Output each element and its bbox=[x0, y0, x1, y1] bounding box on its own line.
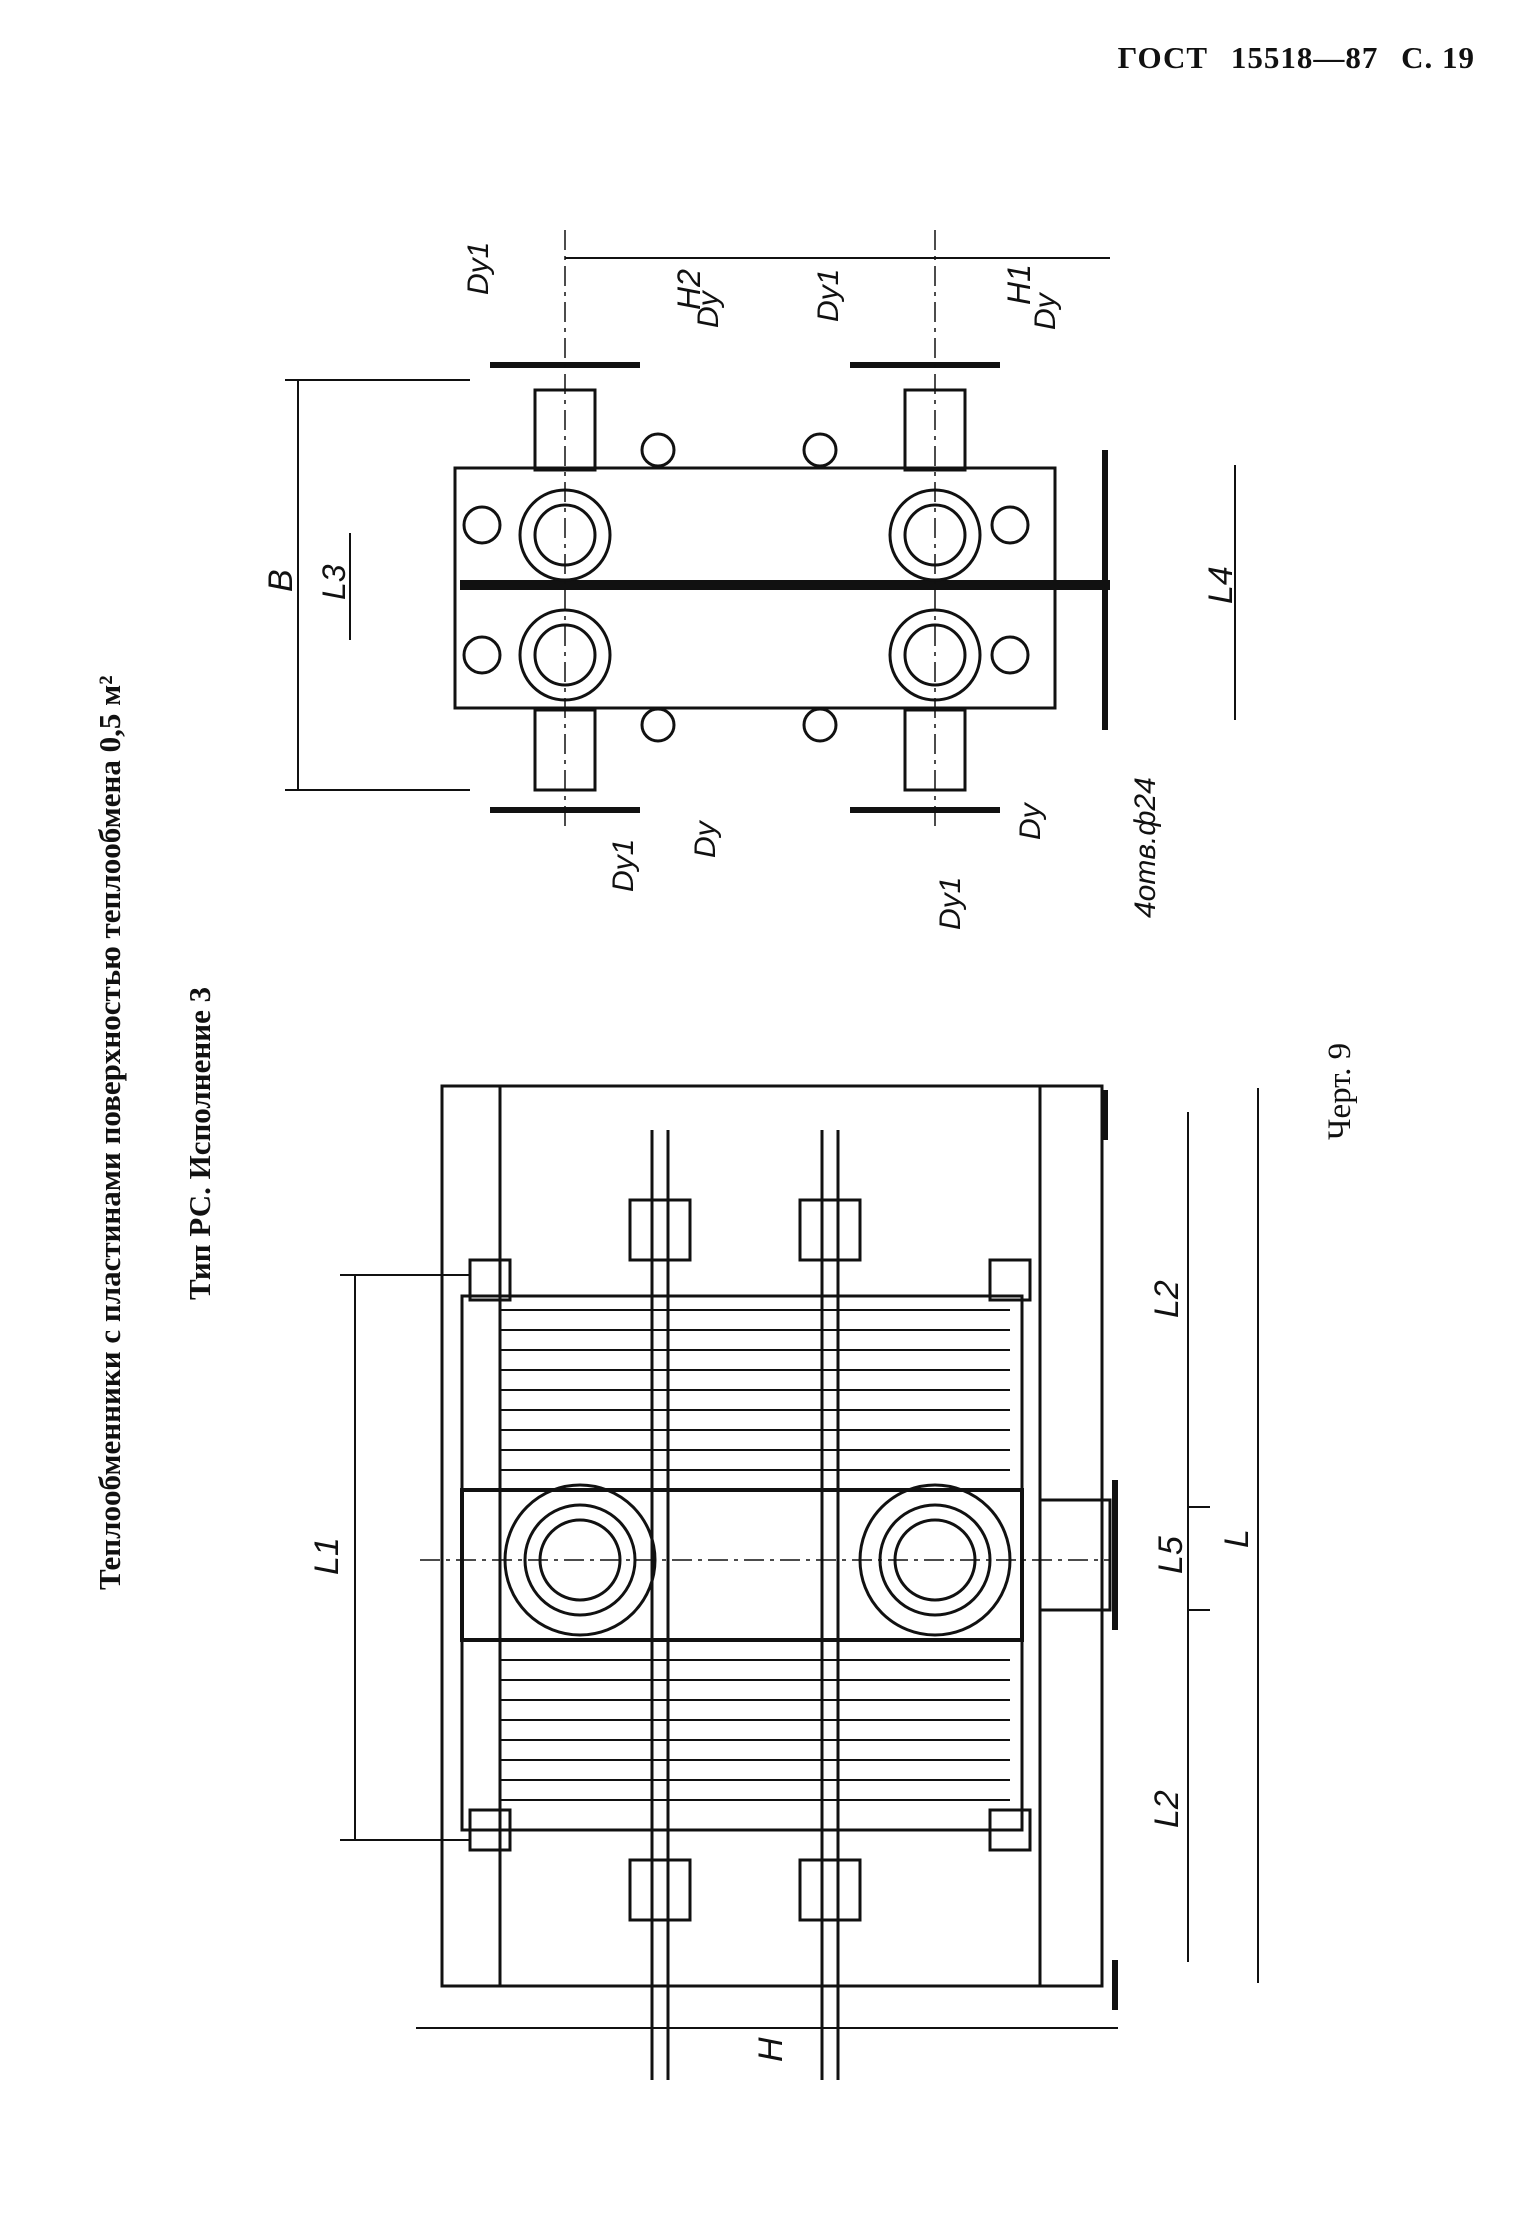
label-Dy-top-left: Dy bbox=[692, 289, 725, 328]
label-Dy1-top-left: Dy1 bbox=[462, 242, 495, 295]
dim-L: L bbox=[1218, 1529, 1256, 1548]
label-Dy1-top-right: Dy1 bbox=[812, 269, 845, 322]
dim-L2-bottom: L2 bbox=[1148, 1790, 1186, 1828]
dim-H1: H1 bbox=[1001, 264, 1037, 305]
header-page: С. 19 bbox=[1401, 40, 1475, 75]
label-Dy1-bottom-right: Dy1 bbox=[934, 877, 967, 930]
dim-L1: L1 bbox=[308, 1537, 346, 1575]
label-Dy-top-right: Dy bbox=[1029, 291, 1062, 330]
label-holes: 4отв.ф24 bbox=[1129, 777, 1162, 918]
label-Dy-bottom-left: Dy bbox=[689, 819, 722, 858]
dim-L4: L4 bbox=[1202, 566, 1240, 604]
header-gost: ГОСТ bbox=[1117, 40, 1209, 75]
label-Dy1-bottom-left: Dy1 bbox=[607, 839, 640, 892]
dim-H2: H2 bbox=[671, 269, 707, 310]
dim-L3: L3 bbox=[316, 564, 352, 600]
dim-H: H bbox=[752, 2037, 790, 2062]
label-Dy-bottom-right: Dy bbox=[1014, 801, 1047, 840]
dim-L2-top: L2 bbox=[1148, 1280, 1186, 1318]
dim-B: B bbox=[262, 569, 300, 592]
page-header: ГОСТ 15518—87 С. 19 bbox=[1104, 40, 1475, 76]
header-number: 15518—87 bbox=[1230, 40, 1379, 75]
dim-L5: L5 bbox=[1152, 1536, 1190, 1574]
